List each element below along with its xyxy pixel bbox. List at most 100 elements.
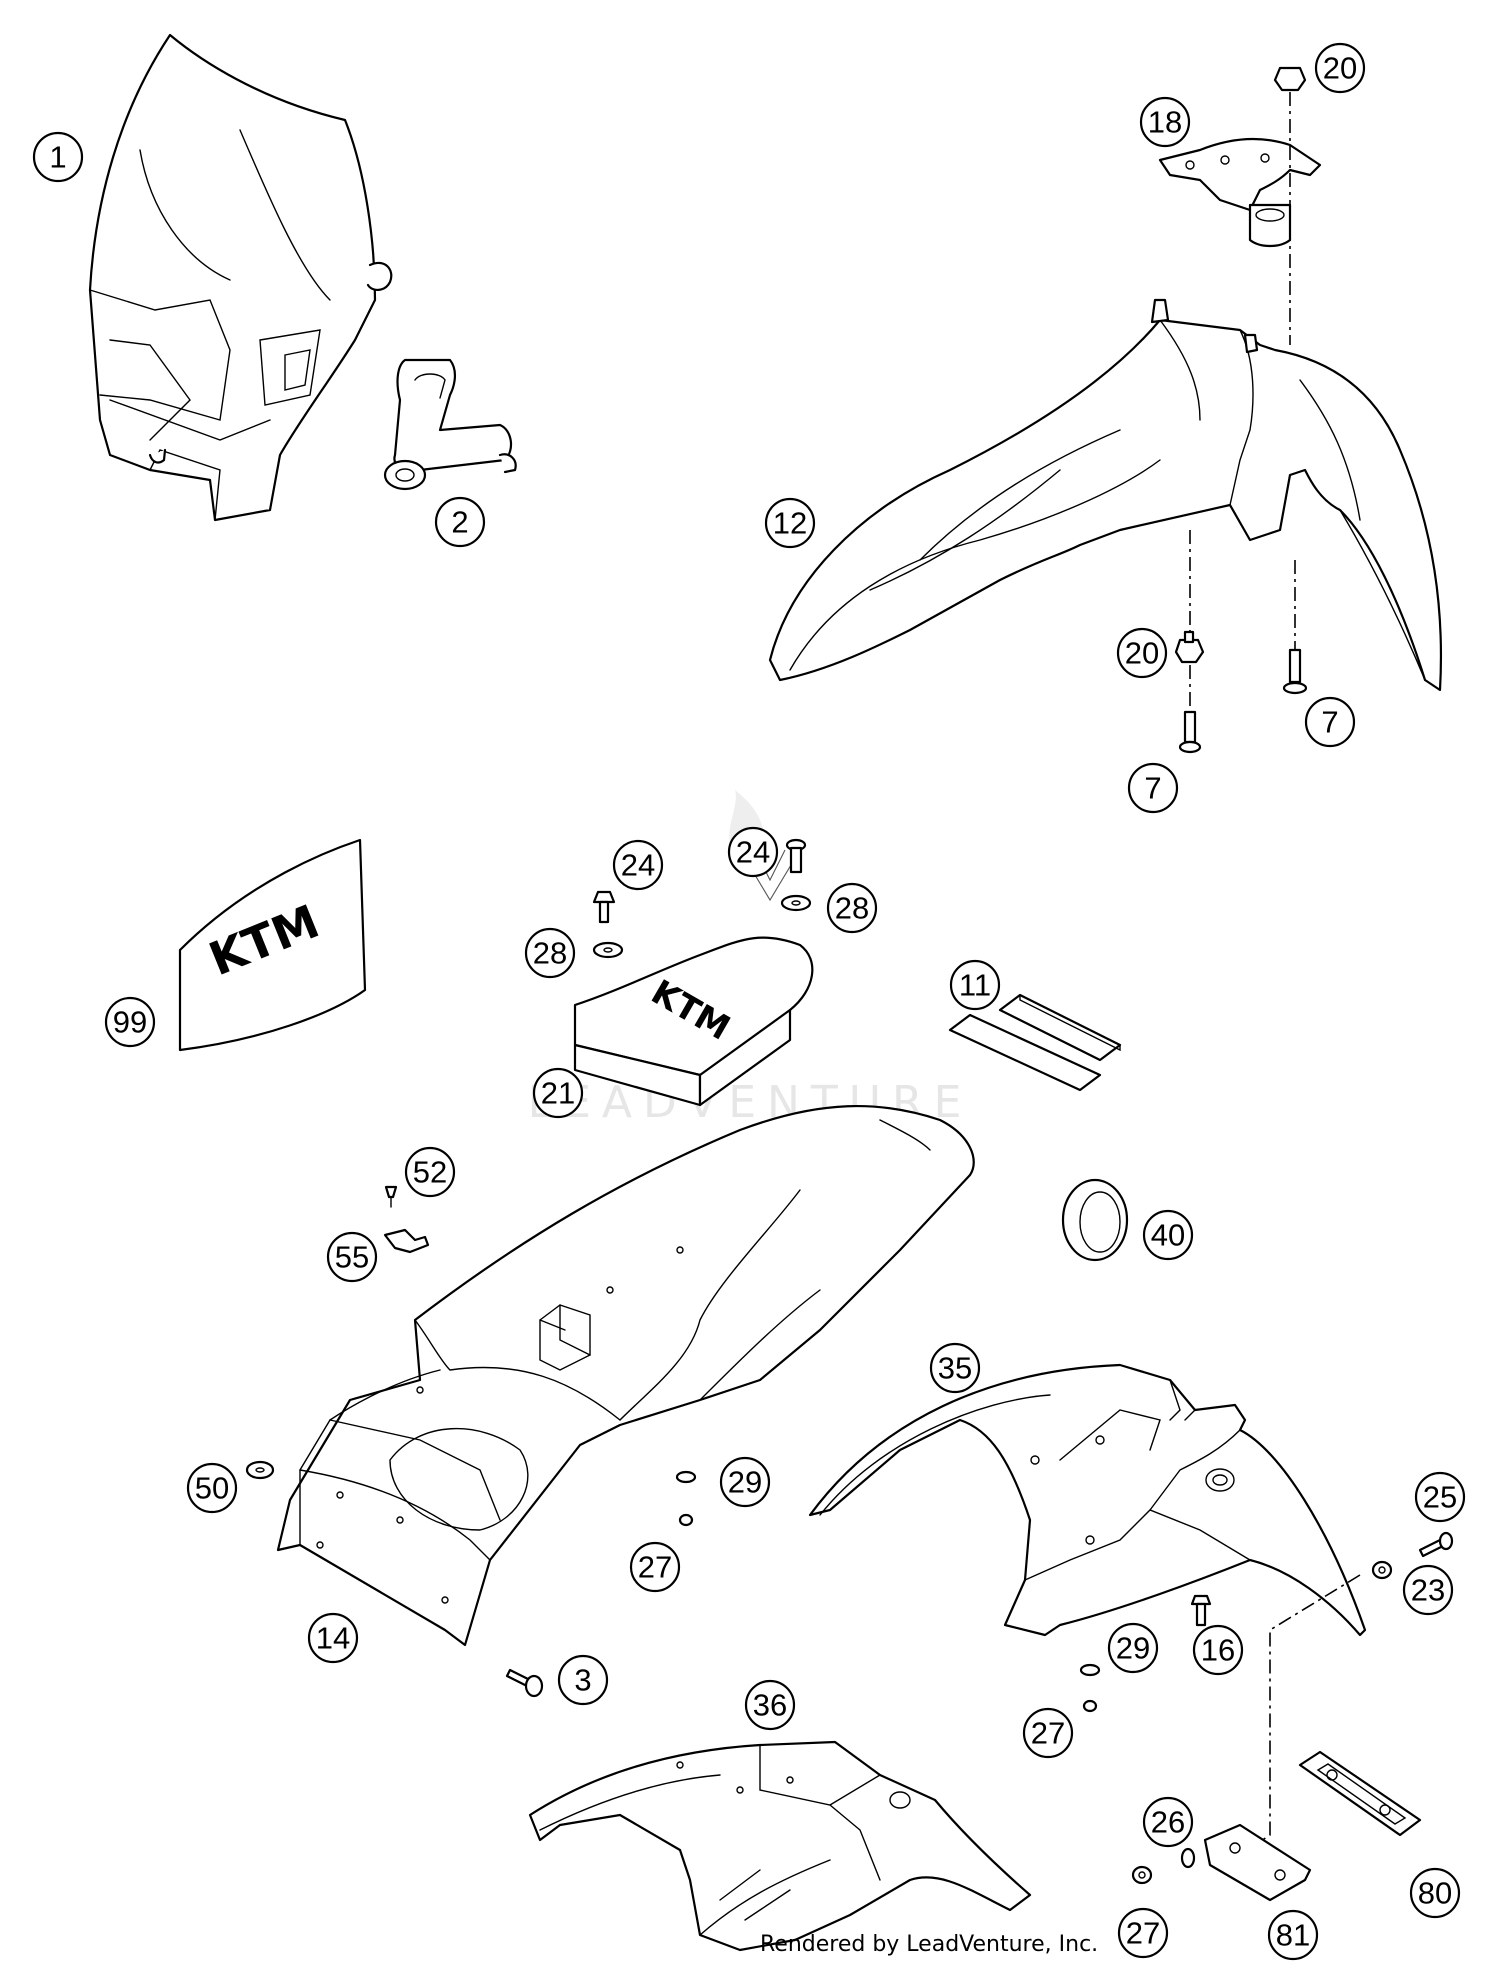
screw-25 bbox=[1418, 1531, 1454, 1558]
svg-text:27: 27 bbox=[1031, 1716, 1065, 1751]
svg-text:28: 28 bbox=[533, 936, 567, 971]
svg-text:16: 16 bbox=[1201, 1633, 1235, 1668]
bracket-clamp bbox=[383, 358, 517, 491]
svg-text:3: 3 bbox=[574, 1663, 591, 1698]
washer-50 bbox=[245, 1460, 275, 1480]
callout-7-left: 7 bbox=[1127, 762, 1179, 814]
callout-52: 52 bbox=[404, 1146, 456, 1198]
svg-text:27: 27 bbox=[638, 1550, 672, 1585]
svg-text:20: 20 bbox=[1125, 636, 1159, 671]
svg-text:28: 28 bbox=[835, 891, 869, 926]
callout-24-right: 24 bbox=[727, 826, 779, 878]
callout-27-upper: 27 bbox=[629, 1541, 681, 1593]
svg-text:80: 80 bbox=[1418, 1876, 1452, 1911]
velcro-strips bbox=[948, 993, 1122, 1092]
render-credit: Rendered by LeadVenture, Inc. bbox=[760, 1932, 1099, 1957]
front-fender bbox=[768, 298, 1443, 692]
callout-20-lower: 20 bbox=[1116, 627, 1168, 679]
callout-29-upper: 29 bbox=[719, 1456, 771, 1508]
callout-99: 99 bbox=[104, 996, 156, 1048]
nut-27-upper bbox=[678, 1513, 694, 1527]
callout-28-left: 28 bbox=[524, 927, 576, 979]
svg-text:35: 35 bbox=[938, 1351, 972, 1386]
callout-7-right: 7 bbox=[1304, 696, 1356, 748]
svg-text:40: 40 bbox=[1151, 1218, 1185, 1253]
svg-text:24: 24 bbox=[621, 848, 655, 883]
callout-11: 11 bbox=[949, 959, 1001, 1011]
svg-text:20: 20 bbox=[1323, 51, 1357, 86]
nut-27-lower bbox=[1082, 1699, 1098, 1713]
svg-text:52: 52 bbox=[413, 1155, 447, 1190]
plate-81 bbox=[1203, 1823, 1312, 1902]
callout-81: 81 bbox=[1267, 1909, 1319, 1961]
mudflap-36 bbox=[528, 1740, 1032, 1952]
svg-text:14: 14 bbox=[316, 1621, 350, 1656]
bolt-7-right bbox=[1282, 648, 1308, 695]
callout-25: 25 bbox=[1414, 1471, 1466, 1523]
washer-29-lower bbox=[1079, 1663, 1101, 1677]
callout-24-left: 24 bbox=[612, 839, 664, 891]
washer-28-right bbox=[780, 894, 812, 912]
svg-text:26: 26 bbox=[1151, 1805, 1185, 1840]
svg-text:99: 99 bbox=[113, 1005, 147, 1040]
svg-text:18: 18 bbox=[1148, 105, 1182, 140]
washer-26 bbox=[1180, 1847, 1196, 1869]
callout-18: 18 bbox=[1139, 96, 1191, 148]
callout-28-right: 28 bbox=[826, 882, 878, 934]
svg-text:21: 21 bbox=[541, 1076, 575, 1111]
svg-text:11: 11 bbox=[959, 968, 991, 1003]
svg-text:23: 23 bbox=[1411, 1573, 1445, 1608]
callout-26: 26 bbox=[1142, 1796, 1194, 1848]
callout-27-lower: 27 bbox=[1022, 1707, 1074, 1759]
fender-bracket bbox=[1158, 137, 1322, 248]
svg-text:36: 36 bbox=[753, 1688, 787, 1723]
callout-40: 40 bbox=[1142, 1209, 1194, 1261]
callout-16: 16 bbox=[1192, 1624, 1244, 1676]
svg-text:81: 81 bbox=[1276, 1918, 1310, 1953]
lower-nut bbox=[1174, 630, 1205, 664]
callout-29-lower: 29 bbox=[1107, 1622, 1159, 1674]
bolt-24-right bbox=[785, 838, 807, 874]
callout-50: 50 bbox=[186, 1462, 238, 1514]
svg-text:7: 7 bbox=[1321, 705, 1338, 740]
headlight-mask bbox=[88, 33, 393, 522]
svg-text:7: 7 bbox=[1144, 771, 1161, 806]
nut-27-bottom bbox=[1131, 1865, 1153, 1885]
grommet-40 bbox=[1061, 1178, 1129, 1262]
callout-21: 21 bbox=[532, 1067, 584, 1119]
screw-52 bbox=[384, 1185, 398, 1208]
svg-text:24: 24 bbox=[736, 835, 770, 870]
ktm-decal: KTM bbox=[178, 838, 367, 1052]
svg-text:55: 55 bbox=[335, 1240, 369, 1275]
callout-2: 2 bbox=[434, 496, 486, 548]
bracket-55 bbox=[383, 1228, 430, 1254]
screw-16 bbox=[1190, 1594, 1212, 1627]
svg-text:2: 2 bbox=[451, 505, 468, 540]
top-nut bbox=[1273, 66, 1307, 92]
callout-1: 1 bbox=[32, 131, 84, 183]
callout-27-bottom: 27 bbox=[1117, 1907, 1169, 1959]
callout-36: 36 bbox=[744, 1679, 796, 1731]
callout-80: 80 bbox=[1409, 1867, 1461, 1919]
cover-pad: KTM bbox=[573, 936, 814, 1107]
callout-12: 12 bbox=[764, 497, 816, 549]
bolt-7-left bbox=[1178, 710, 1202, 754]
svg-text:27: 27 bbox=[1126, 1916, 1160, 1951]
rear-fender bbox=[276, 1104, 975, 1647]
bolt-24-left bbox=[592, 890, 616, 924]
rear-fender-35 bbox=[808, 1363, 1367, 1637]
nut-23 bbox=[1371, 1560, 1393, 1580]
callout-14: 14 bbox=[307, 1612, 359, 1664]
washer-29-upper bbox=[675, 1470, 697, 1484]
svg-text:12: 12 bbox=[773, 506, 807, 541]
callout-20-top: 20 bbox=[1314, 42, 1366, 94]
callout-55: 55 bbox=[326, 1231, 378, 1283]
callout-3: 3 bbox=[557, 1654, 609, 1706]
washer-28-left bbox=[592, 941, 624, 959]
svg-text:29: 29 bbox=[728, 1465, 762, 1500]
svg-text:29: 29 bbox=[1116, 1631, 1150, 1666]
callout-35: 35 bbox=[929, 1342, 981, 1394]
svg-text:1: 1 bbox=[49, 140, 66, 175]
svg-text:50: 50 bbox=[195, 1471, 229, 1506]
